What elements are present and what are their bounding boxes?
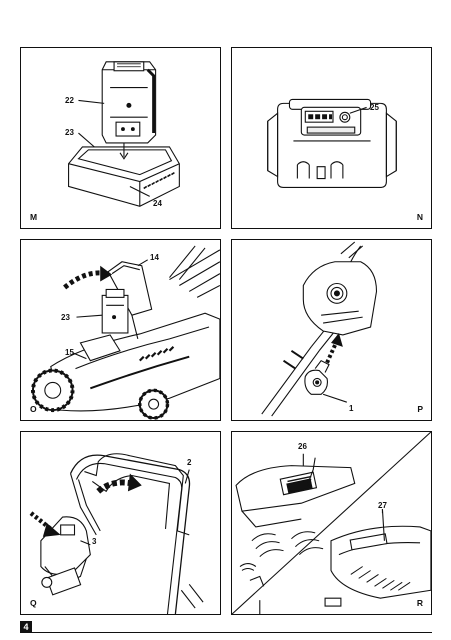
callout-25: 25 [370,103,379,112]
panel-letter-r: R [416,597,423,608]
callout-23: 23 [65,128,74,137]
callout-1: 1 [349,404,354,413]
safety-key-illustration [261,241,378,417]
panel-letter-m: M [30,211,38,222]
panel-letter-q: Q [30,597,37,608]
callout-15: 15 [65,348,74,357]
battery-fuel-gauge-illustration [267,98,397,188]
callout-26: 26 [298,442,307,451]
panel-letter-n: N [416,211,423,222]
callout-27: 27 [378,501,387,510]
callout-22: 22 [65,96,74,105]
panel-letter-o: O [30,403,37,414]
battery-on-charger-illustration [68,61,180,207]
figure-panel-o: 14 23 15 O [20,239,221,421]
callout-2: 2 [187,458,192,467]
callout-23b: 23 [61,313,70,322]
callout-24: 24 [153,199,162,208]
height-indicator-illustration [232,432,431,614]
callout-3: 3 [92,537,97,546]
mower-battery-insertion-illustration [30,245,220,420]
figure-panel-r: 26 27 R [231,431,432,615]
figure-panel-q: 2 3 Q [20,431,221,615]
page-number: 4 [20,621,32,633]
figure-panel-p: 1 P [231,239,432,421]
bail-bar-illustration [29,453,204,614]
panel-letter-p: P [417,403,423,414]
figure-panel-n: 25 N [231,47,432,229]
figure-panel-m: 22 23 24 M [20,47,221,229]
callout-14: 14 [150,253,159,262]
footer-rule [32,632,432,634]
